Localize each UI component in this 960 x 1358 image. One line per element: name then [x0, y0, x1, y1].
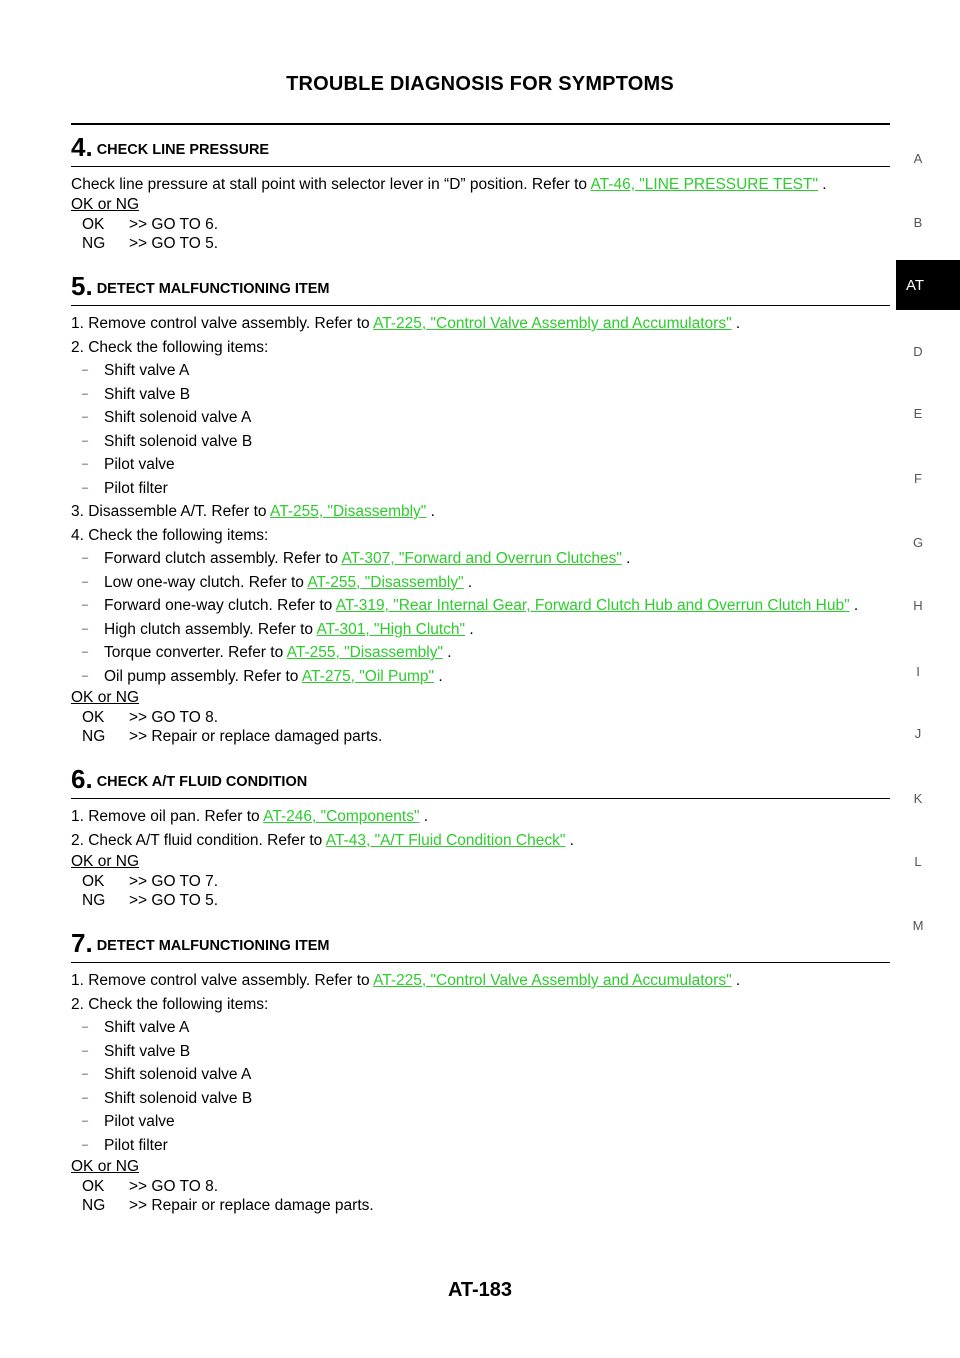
list-item: –Pilot valve	[82, 1113, 175, 1130]
section-heading: 7. DETECT MALFUNCTIONING ITEM	[71, 920, 890, 963]
list-item: –High clutch assembly. Refer to AT-301, …	[82, 620, 474, 638]
title-rule	[71, 123, 890, 125]
index-tab-active[interactable]: AT	[896, 260, 960, 310]
reference-link[interactable]: AT-255, "Disassembly"	[270, 503, 427, 520]
section-title: DETECT MALFUNCTIONING ITEM	[96, 938, 330, 954]
index-letter-g[interactable]: G	[912, 535, 924, 550]
result-ng: NG>> GO TO 5.	[82, 892, 219, 909]
section-4: 4. CHECK LINE PRESSURE Check line pressu…	[71, 124, 890, 253]
step: 2. Check the following items:	[71, 338, 269, 356]
list-item: –Forward one-way clutch. Refer to AT-319…	[82, 597, 859, 614]
ok-or-ng-label: OK or NG	[71, 1158, 140, 1175]
document-body: 4. CHECK LINE PRESSURE Check line pressu…	[71, 124, 890, 1225]
reference-link[interactable]: AT-319, "Rear Internal Gear, Forward Clu…	[335, 597, 850, 614]
reference-link[interactable]: AT-255, "Disassembly"	[307, 573, 464, 591]
result-ok: OK>> GO TO 6.	[82, 216, 219, 233]
page-number: AT-183	[447, 1279, 513, 1301]
list-item: –Shift solenoid valve A	[82, 409, 252, 426]
section-heading: 4. CHECK LINE PRESSURE	[71, 124, 890, 167]
result-ng: NG>> Repair or replace damage parts.	[82, 1197, 374, 1214]
index-letter-k[interactable]: K	[913, 791, 923, 806]
step: 2. Check the following items:	[71, 995, 269, 1013]
list-item: –Shift valve B	[82, 385, 191, 403]
section-number: 7.	[71, 928, 93, 958]
section-number: 4.	[71, 132, 93, 162]
list-item: –Pilot filter	[82, 479, 168, 497]
index-letter-j[interactable]: J	[914, 726, 922, 741]
step: 1. Remove control valve assembly. Refer …	[71, 315, 741, 332]
result-ng: NG>> Repair or replace damaged parts.	[82, 728, 383, 745]
reference-link[interactable]: AT-225, "Control Valve Assembly and Accu…	[373, 315, 732, 332]
reference-link[interactable]: AT-43, "A/T Fluid Condition Check"	[325, 831, 566, 849]
results: OK>> GO TO 8. NG>> Repair or replace dam…	[71, 708, 890, 746]
reference-link[interactable]: AT-307, "Forward and Overrun Clutches"	[341, 550, 622, 567]
list-item: –Shift solenoid valve B	[82, 1089, 253, 1107]
step: 1. Remove control valve assembly. Refer …	[71, 972, 741, 989]
result-ng: NG>> GO TO 5.	[82, 235, 219, 252]
result-ok: OK>> GO TO 8.	[82, 1178, 219, 1195]
results: OK>> GO TO 8. NG>> Repair or replace dam…	[71, 1177, 890, 1215]
reference-link[interactable]: AT-46, "LINE PRESSURE TEST"	[590, 176, 818, 193]
index-letter-f[interactable]: F	[914, 471, 922, 486]
list-item: –Shift solenoid valve A	[82, 1066, 252, 1083]
section-5: 5. DETECT MALFUNCTIONING ITEM 1. Remove …	[71, 263, 890, 746]
result-ok: OK>> GO TO 7.	[82, 873, 219, 890]
results: OK>> GO TO 7. NG>> GO TO 5.	[71, 872, 890, 910]
list-item: –Shift valve A	[82, 362, 190, 379]
step: 4. Check the following items:	[71, 526, 269, 544]
page-title: TROUBLE DIAGNOSIS FOR SYMPTOMS	[286, 73, 674, 95]
list-item: –Torque converter. Refer to AT-255, "Dis…	[82, 644, 452, 661]
result-ok: OK>> GO TO 8.	[82, 709, 219, 726]
index-letter-d[interactable]: D	[913, 344, 923, 359]
list-item: –Forward clutch assembly. Refer to AT-30…	[82, 550, 631, 567]
ok-or-ng-label: OK or NG	[71, 689, 140, 706]
reference-link[interactable]: AT-246, "Components"	[263, 808, 420, 825]
ok-or-ng-label: OK or NG	[71, 196, 140, 213]
ok-or-ng-label: OK or NG	[71, 853, 140, 870]
list-item: –Oil pump assembly. Refer to AT-275, "Oi…	[82, 667, 443, 685]
step: 1. Remove oil pan. Refer to AT-246, "Com…	[71, 808, 429, 825]
instruction: Check line pressure at stall point with …	[71, 176, 827, 193]
section-6: 6. CHECK A/T FLUID CONDITION 1. Remove o…	[71, 756, 890, 910]
list-item: –Low one-way clutch. Refer to AT-255, "D…	[82, 573, 473, 591]
section-title: DETECT MALFUNCTIONING ITEM	[96, 281, 330, 297]
index-letter-e[interactable]: E	[913, 406, 923, 421]
results: OK>> GO TO 6. NG>> GO TO 5.	[71, 215, 890, 253]
section-number: 6.	[71, 764, 93, 794]
list-item: –Pilot filter	[82, 1136, 168, 1154]
reference-link[interactable]: AT-301, "High Clutch"	[316, 620, 466, 638]
section-title: CHECK A/T FLUID CONDITION	[96, 774, 308, 790]
section-heading: 5. DETECT MALFUNCTIONING ITEM	[71, 263, 890, 306]
list-item: –Pilot valve	[82, 456, 175, 473]
step: 3. Disassemble A/T. Refer to AT-255, "Di…	[71, 503, 435, 520]
index-letter-a[interactable]: A	[913, 151, 923, 166]
step: 2. Check A/T fluid condition. Refer to A…	[71, 831, 574, 849]
list-item: –Shift solenoid valve B	[82, 432, 253, 450]
index-letter-l[interactable]: L	[914, 854, 922, 869]
reference-link[interactable]: AT-255, "Disassembly"	[286, 644, 443, 661]
section-title: CHECK LINE PRESSURE	[96, 142, 270, 158]
section-7: 7. DETECT MALFUNCTIONING ITEM 1. Remove …	[71, 920, 890, 1215]
section-number: 5.	[71, 271, 93, 301]
section-heading: 6. CHECK A/T FLUID CONDITION	[71, 756, 890, 799]
index-letter-m[interactable]: M	[912, 918, 924, 933]
index-letter-i[interactable]: I	[916, 664, 920, 679]
index-letter-b[interactable]: B	[913, 215, 923, 230]
list-item: –Shift valve B	[82, 1042, 191, 1060]
reference-link[interactable]: AT-275, "Oil Pump"	[301, 667, 435, 685]
list-item: –Shift valve A	[82, 1019, 190, 1036]
index-letter-h[interactable]: H	[913, 598, 923, 613]
reference-link[interactable]: AT-225, "Control Valve Assembly and Accu…	[373, 972, 732, 989]
